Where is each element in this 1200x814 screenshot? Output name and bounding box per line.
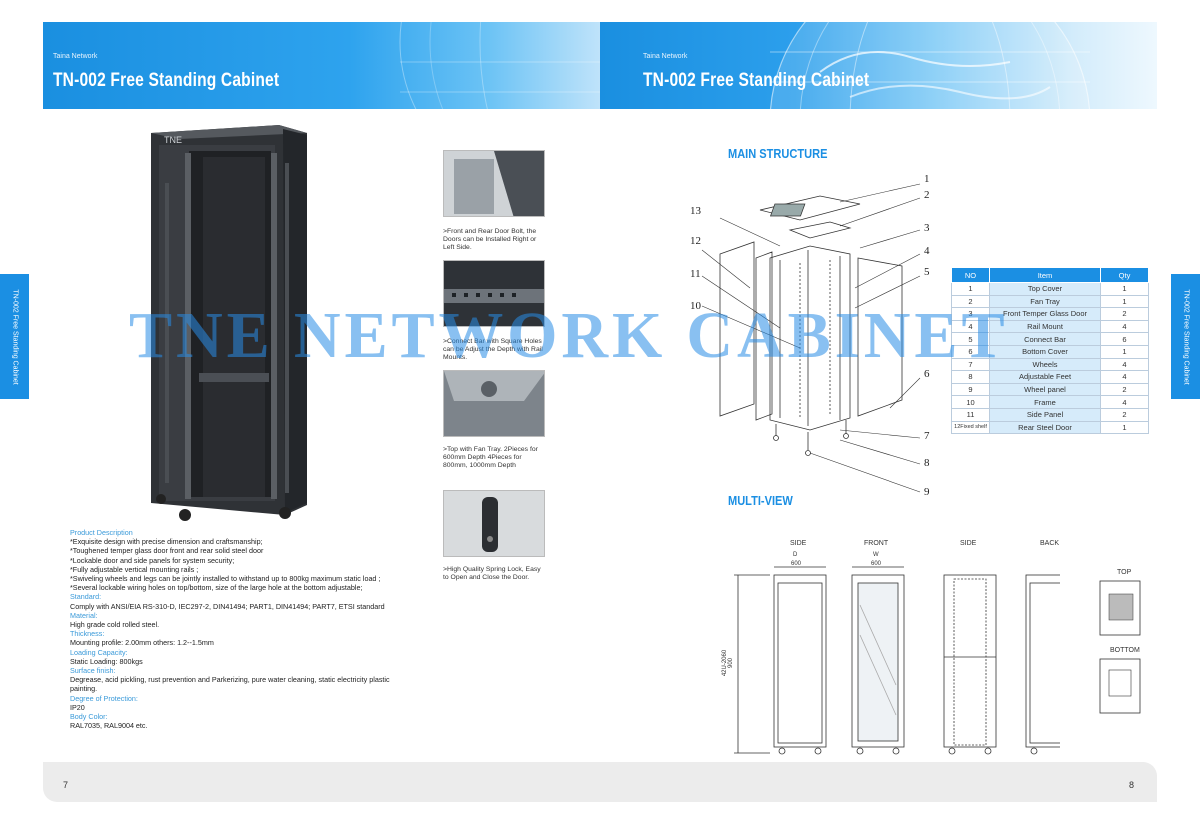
callout-2: 2 [924, 189, 930, 201]
callout-9: 9 [924, 486, 930, 498]
table-header-row: NO Item Qty [951, 267, 1149, 283]
standard-heading: Standard: [70, 592, 102, 602]
top-view-drawing [1099, 580, 1141, 636]
standard-text: Comply with ANSI/EIA RS-310-D, IEC297-2,… [70, 601, 385, 611]
callout-5: 5 [924, 266, 930, 278]
callout-3: 3 [924, 222, 930, 234]
footer-right [600, 762, 1157, 802]
cabinet-photo: TNE [151, 125, 307, 521]
callout-4: 4 [924, 245, 930, 257]
callout-10: 10 [690, 300, 701, 312]
thickness-text: Mounting profile: 2.00mm others: 1.2--1.… [70, 638, 214, 648]
feature-image-door-bolt [443, 150, 545, 217]
material-heading: Material: [70, 610, 98, 620]
callout-12: 12 [690, 235, 701, 247]
footer-left [43, 762, 600, 802]
description-heading: Product Description [70, 528, 133, 537]
feature-image-spring-lock [443, 490, 545, 557]
color-heading: Body Color: [70, 712, 108, 722]
surface-heading: Surface finish: [70, 666, 116, 676]
feature-image-connect-bar [443, 260, 545, 327]
callout-8: 8 [924, 457, 930, 469]
page-number-left: 7 [63, 780, 69, 790]
header-no: NO [951, 267, 990, 283]
globe-graphic [399, 22, 600, 109]
material-text: High grade cold rolled steel. [70, 620, 160, 630]
description-line: *Several lockable wiring holes on top/bo… [70, 583, 363, 593]
dim-depth-value: 600 [791, 561, 802, 567]
protection-heading: Degree of Protection: [70, 693, 138, 703]
bottom-view-drawing [1099, 658, 1141, 714]
callout-13: 13 [690, 205, 701, 217]
side-tab-left: TN-002 Free Standing Cabinet [0, 274, 29, 399]
dim-depth-label: D [793, 552, 798, 558]
page-number-right: 8 [1129, 780, 1135, 790]
description-line: *Fully adjustable vertical mounting rail… [70, 564, 199, 574]
view-label-side: SIDE [790, 540, 807, 547]
page-title-left: TN-002 Free Standing Cabinet [53, 70, 280, 91]
main-structure-heading: MAIN STRUCTURE [728, 146, 828, 161]
surface-text: Degrease, acid pickling, rust prevention… [70, 675, 390, 694]
header-band-right [600, 22, 1157, 109]
brand-label-left: Taina Network [53, 53, 98, 60]
description-line: *Toughened temper glass door front and r… [70, 546, 264, 556]
multi-view-drawings [734, 566, 1060, 755]
feature-caption-connect-bar: >Connect Bar with Square Holes can be Ad… [443, 338, 543, 361]
view-label-back: BACK [1040, 540, 1060, 547]
callout-7: 7 [924, 430, 930, 442]
description-line: *Lockable door and side panels for syste… [70, 555, 235, 565]
brand-label-right: Taina Network [643, 53, 688, 60]
multi-view-heading: MULTI-VIEW [728, 493, 793, 508]
view-label-front: FRONT [864, 540, 889, 547]
globe-graphic [769, 22, 1091, 109]
product-description: Product Description *Exquisite design wi… [70, 528, 410, 730]
description-line: *Exquisite design with precise dimension… [70, 537, 263, 547]
loading-heading: Loading Capacity: [70, 647, 128, 657]
view-label-side: SIDE [960, 540, 977, 547]
watermark: TNE NETWORK CABINET [128, 299, 1009, 372]
description-line: *Swiveling wheels and legs can be jointl… [70, 574, 381, 584]
cabinet-logo: TNE [164, 135, 182, 145]
feature-caption-spring-lock: >High Quality Spring Lock, Easy to Open … [443, 566, 541, 581]
color-text: RAL7035, RAL9004 etc. [70, 721, 148, 731]
page-title-right: TN-002 Free Standing Cabinet [643, 70, 870, 91]
protection-text: IP20 [70, 702, 85, 712]
dim-width-label: W [873, 552, 879, 558]
feature-caption-door-bolt: >Front and Rear Door Bolt, the Doors can… [443, 228, 537, 251]
side-tab-right: TN-002 Free Standing Cabinet [1171, 274, 1200, 399]
dim-width-value: 600 [871, 561, 882, 567]
view-label-top: TOP [1117, 569, 1132, 576]
view-label-bottom: BOTTOM [1110, 647, 1140, 654]
loading-text: Static Loading: 800kgs [70, 656, 143, 666]
exploded-diagram [701, 183, 921, 493]
callout-1: 1 [924, 173, 930, 185]
callout-11: 11 [690, 268, 701, 280]
callout-6: 6 [924, 368, 930, 380]
header-qty: Qty [1100, 267, 1149, 283]
feature-image-fan-tray [443, 370, 545, 437]
header-item: Item [989, 267, 1101, 283]
thickness-heading: Thickness: [70, 629, 105, 639]
header-band-left [43, 22, 600, 109]
feature-caption-fan-tray: >Top with Fan Tray. 2Pieces for 600mm De… [443, 446, 538, 469]
